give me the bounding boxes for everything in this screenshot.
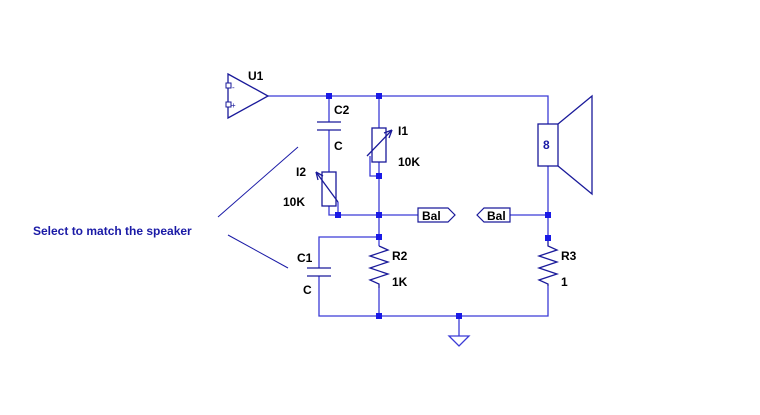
- junction-dot: [335, 212, 341, 218]
- c1-ref-label: C1: [297, 251, 313, 265]
- i1-ref-label: I1: [398, 124, 408, 138]
- opamp-plus-sign: +: [231, 101, 236, 110]
- junction-dot: [326, 93, 332, 99]
- junction-dot: [376, 93, 382, 99]
- i2-body: [321, 171, 337, 207]
- potentiometer-i1[interactable]: I1 10K: [366, 124, 420, 169]
- speaker-magnet: [537, 123, 559, 167]
- bal-left-text: Bal: [422, 209, 441, 223]
- i1-wiper-arrow: [366, 129, 393, 157]
- wire-i2-to-node: [328, 206, 379, 216]
- bal-left-flag-shape: [417, 207, 456, 223]
- c2-value-label: C: [334, 139, 343, 153]
- bal-right-text: Bal: [487, 209, 506, 223]
- annotation-line-upper: [217, 146, 299, 218]
- wires: [268, 95, 549, 336]
- wire-top-rail: [268, 95, 549, 124]
- c1-value-label: C: [303, 283, 312, 297]
- bal-right-flag-shape: [476, 207, 511, 223]
- r3-value-label: 1: [561, 275, 568, 289]
- annotation-line-lower: [227, 234, 289, 269]
- speaker-value-label: 8: [543, 138, 550, 152]
- capacitor-c1[interactable]: C1 C: [297, 251, 331, 297]
- junction-dot: [376, 173, 382, 179]
- junction-dot: [456, 313, 462, 319]
- i2-ref-label: I2: [296, 165, 306, 179]
- i2-wiper-arrow: [315, 171, 339, 203]
- net-flag-bal-left[interactable]: Bal: [417, 207, 456, 223]
- junction-dot: [376, 313, 382, 319]
- junction-dot: [376, 234, 382, 240]
- ground-triangle: [447, 335, 471, 347]
- opamp-ref-label: U1: [248, 69, 264, 83]
- r2-zigzag: [367, 245, 391, 288]
- wire-bottom-rail: [318, 276, 549, 317]
- ground-symbol[interactable]: [447, 335, 471, 347]
- junction-dot: [545, 212, 551, 218]
- speaker[interactable]: 8: [537, 94, 593, 196]
- annotation-text: Select to match the speaker: [33, 224, 192, 238]
- opamp-pin-plus: [225, 101, 232, 108]
- i1-body: [371, 127, 387, 163]
- net-flag-bal-right[interactable]: Bal: [476, 207, 511, 223]
- i2-arrow-head: [315, 171, 324, 181]
- r2-value-label: 1K: [392, 275, 408, 289]
- r2-ref-label: R2: [392, 249, 408, 263]
- junction-dot: [376, 212, 382, 218]
- opamp-u1[interactable]: - + U1: [225, 69, 270, 120]
- r3-zigzag: [536, 238, 560, 286]
- capacitor-c2[interactable]: C2 C: [317, 103, 350, 153]
- r3-ref-label: R3: [561, 249, 577, 263]
- c2-ref-label: C2: [334, 103, 350, 117]
- speaker-cone: [557, 94, 593, 196]
- junctions: [326, 93, 551, 319]
- annotation: Select to match the speaker: [33, 146, 299, 269]
- junction-dot: [545, 235, 551, 241]
- opamp-pin-minus: [225, 82, 232, 89]
- i1-value-label: 10K: [398, 155, 420, 169]
- i1-arrow-head: [383, 129, 393, 139]
- resistor-r2[interactable]: R2 1K: [367, 245, 408, 289]
- wire-node-to-c1: [318, 236, 379, 268]
- resistor-r3[interactable]: R3 1: [536, 238, 577, 289]
- opamp-triangle: [227, 72, 270, 120]
- opamp-minus-sign: -: [232, 83, 235, 92]
- potentiometer-i2[interactable]: I2 10K: [283, 165, 339, 209]
- i2-value-label: 10K: [283, 195, 305, 209]
